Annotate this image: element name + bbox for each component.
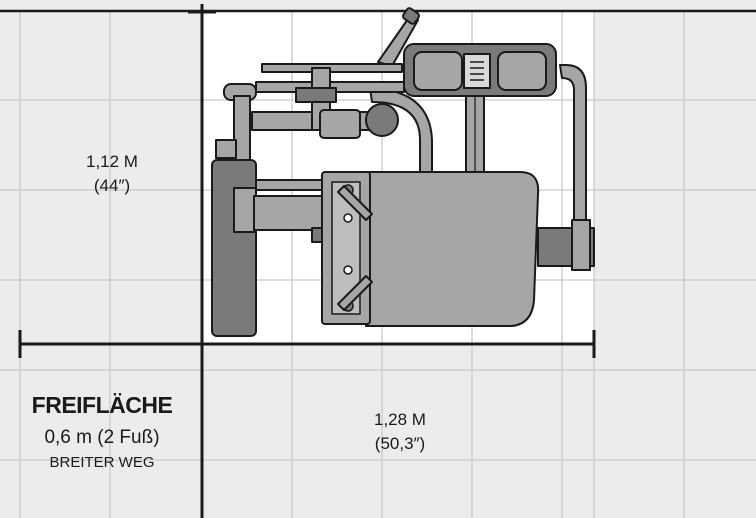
exercise-machine-icon: [211, 7, 595, 337]
dimension-lines: [0, 4, 756, 518]
depth-dimension-imperial: (44″): [93, 176, 131, 195]
clearance-value: 0,6 m (2 Fuß): [44, 427, 160, 448]
depth-dimension-metric: 1,12 M: [86, 152, 138, 171]
width-dimension-imperial: (50,3″): [374, 434, 426, 453]
clearance-note: BREITER WEG: [49, 454, 155, 471]
width-dimension-metric: 1,28 M: [374, 410, 426, 429]
clearance-title: FREIFLÄCHE: [31, 392, 173, 418]
